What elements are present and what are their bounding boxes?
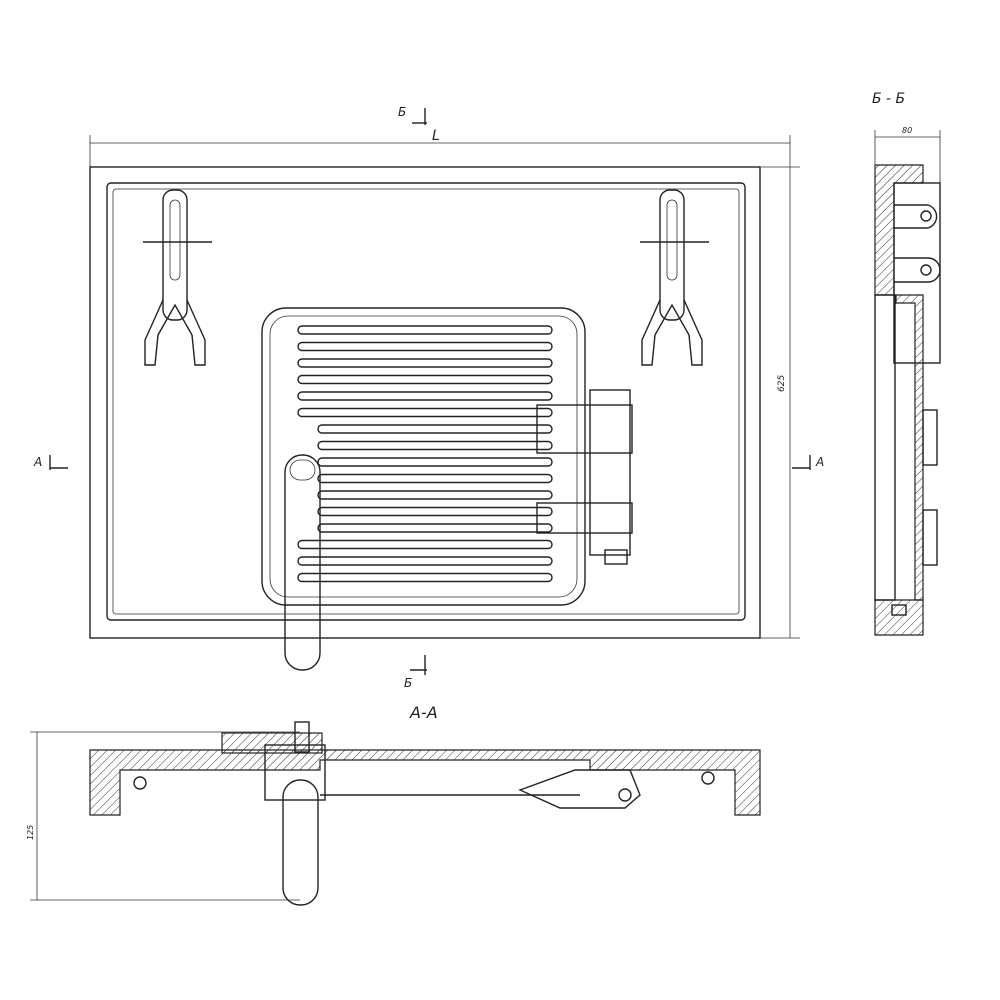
grate-slot	[297, 391, 553, 401]
left-hinge	[143, 189, 212, 366]
grate-slot	[297, 539, 553, 550]
grate-slot	[317, 490, 553, 500]
front-view: L 625 А А Б Б	[33, 105, 824, 690]
grate-slot	[297, 572, 553, 583]
grate-slot	[317, 506, 553, 517]
length-dimension-label: L	[432, 128, 440, 144]
side-depth-label: 80	[902, 126, 912, 135]
door-frame-inner	[106, 182, 746, 621]
section-mark-a-right: А	[815, 455, 824, 469]
grate-slot	[317, 424, 553, 434]
section-bb-title: Б - Б	[872, 91, 905, 107]
grate-slot	[297, 325, 553, 335]
depth-dimension-label: 125	[26, 825, 35, 840]
grate-slot	[317, 473, 553, 484]
grate-slot	[297, 556, 553, 566]
section-bb-view: 80	[874, 126, 941, 636]
section-mark-b-top: Б	[398, 105, 406, 119]
section-mark-b-bottom: Б	[404, 676, 412, 690]
ash-grate-plate	[261, 307, 586, 606]
right-hinge	[640, 189, 709, 366]
latch-bracket	[536, 389, 633, 565]
grate-slot	[317, 457, 553, 467]
grate-slot	[317, 523, 553, 533]
section-mark-a-left: А	[33, 455, 42, 469]
grate-slot	[297, 341, 553, 352]
handle-section	[282, 779, 319, 906]
grate-slot	[297, 358, 553, 368]
grate-slot	[317, 440, 553, 451]
section-aa-title: А-А	[409, 703, 438, 722]
grate-slot	[297, 374, 553, 385]
grate-slots	[297, 325, 553, 583]
section-aa-view: 125	[26, 721, 761, 906]
door-frame-outer	[89, 166, 761, 639]
height-dimension-label: 625	[777, 375, 787, 392]
grate-slot	[297, 407, 553, 418]
door-handle	[284, 454, 321, 671]
